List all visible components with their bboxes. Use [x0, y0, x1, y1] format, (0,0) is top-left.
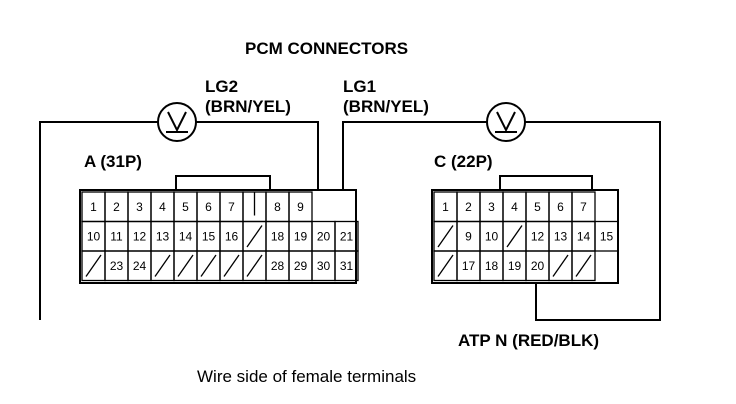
connector-c-pin-4: 4: [511, 200, 518, 214]
connector-c-pin-12: 12: [531, 229, 545, 243]
connector-c-label: C (22P): [434, 152, 493, 171]
voltmeter-lg2-icon: [157, 102, 197, 142]
connector-a-pin-8: 8: [274, 200, 281, 214]
connector-a-pin-19: 19: [294, 229, 308, 243]
connector-c-pin-20: 20: [531, 259, 545, 273]
connector-a-pin-24: 24: [133, 259, 147, 273]
connector-c-pin-19: 19: [508, 259, 522, 273]
connector-c-cell: [571, 250, 596, 282]
connector-a-pin-18: 18: [271, 229, 285, 243]
connector-a-pin-21: 21: [340, 229, 354, 243]
connector-a-label: A (31P): [84, 152, 142, 171]
diagram-title: PCM CONNECTORS: [245, 39, 408, 58]
connector-a-pin-14: 14: [179, 229, 193, 243]
atp-n-label: ATP N (RED/BLK): [458, 331, 599, 350]
connector-a-pin-7: 7: [228, 200, 235, 214]
lg1-wire-color: (BRN/YEL): [343, 97, 429, 116]
connector-c-pin-2: 2: [465, 200, 472, 214]
connector-a-pin-3: 3: [136, 200, 143, 214]
connector-a-unused-pin: [223, 254, 240, 277]
connector-a-pin-10: 10: [87, 229, 101, 243]
connector-a-unused-pin: [246, 254, 263, 277]
connector-c-pin-3: 3: [488, 200, 495, 214]
connector-a-pin-30: 30: [317, 259, 331, 273]
connector-c-pin-14: 14: [577, 229, 591, 243]
connector-c-unused-pin: [506, 225, 523, 248]
lg2-wire: [39, 121, 319, 320]
connector-c-pin-15: 15: [600, 229, 614, 243]
connector-c-pin-18: 18: [485, 259, 499, 273]
connector-c-pin-5: 5: [534, 200, 541, 214]
connector-c-pin-17: 17: [462, 259, 476, 273]
connector-a-pin-15: 15: [202, 229, 216, 243]
connector-c-pin-7: 7: [580, 200, 587, 214]
connector-a-pin-11: 11: [110, 229, 123, 243]
connector-a-pin-5: 5: [182, 200, 189, 214]
connector-c-pin-6: 6: [557, 200, 564, 214]
connector-a-pin-23: 23: [110, 259, 124, 273]
connector-a-pin-9: 9: [297, 200, 304, 214]
voltmeter-lg1-icon: [486, 102, 526, 142]
connector-a-unused-pin: [200, 254, 217, 277]
connector-c-pin-9: 9: [465, 229, 472, 243]
caption: Wire side of female terminals: [197, 367, 416, 386]
connector-c-pin-13: 13: [554, 229, 568, 243]
connector-a-pin-6: 6: [205, 200, 212, 214]
lg1-wire: [342, 121, 661, 321]
connector-a-pin-2: 2: [113, 200, 120, 214]
lg2-wire-color: (BRN/YEL): [205, 97, 291, 116]
connector-a-pin-29: 29: [294, 259, 308, 273]
connector-a-pin-28: 28: [271, 259, 285, 273]
lg1-label: LG1: [343, 77, 376, 96]
connector-a-unused-pin: [246, 225, 263, 248]
connector-c-pin-1: 1: [442, 200, 449, 214]
connector-c-unused-pin: [437, 225, 454, 248]
lg2-label: LG2: [205, 77, 238, 96]
connector-c-unused-pin: [552, 254, 569, 277]
connector-a-pin-31: 31: [340, 259, 354, 273]
connector-c-pin-10: 10: [485, 229, 499, 243]
connector-a-pin-20: 20: [317, 229, 331, 243]
connector-a-pin-12: 12: [133, 229, 147, 243]
connector-a-pin-4: 4: [159, 200, 166, 214]
connector-a-unused-pin: [154, 254, 171, 277]
connector-c-unused-pin: [437, 254, 454, 277]
connector-c-cell: [594, 220, 619, 252]
connector-a-pin-13: 13: [156, 229, 170, 243]
connector-a-unused-pin: [177, 254, 194, 277]
connector-a-cell: [334, 250, 359, 282]
connector-a-pin-1: 1: [90, 200, 97, 214]
connector-a-pin-16: 16: [225, 229, 239, 243]
connector-c-unused-pin: [575, 254, 592, 277]
connector-a-unused-pin: [85, 254, 102, 277]
